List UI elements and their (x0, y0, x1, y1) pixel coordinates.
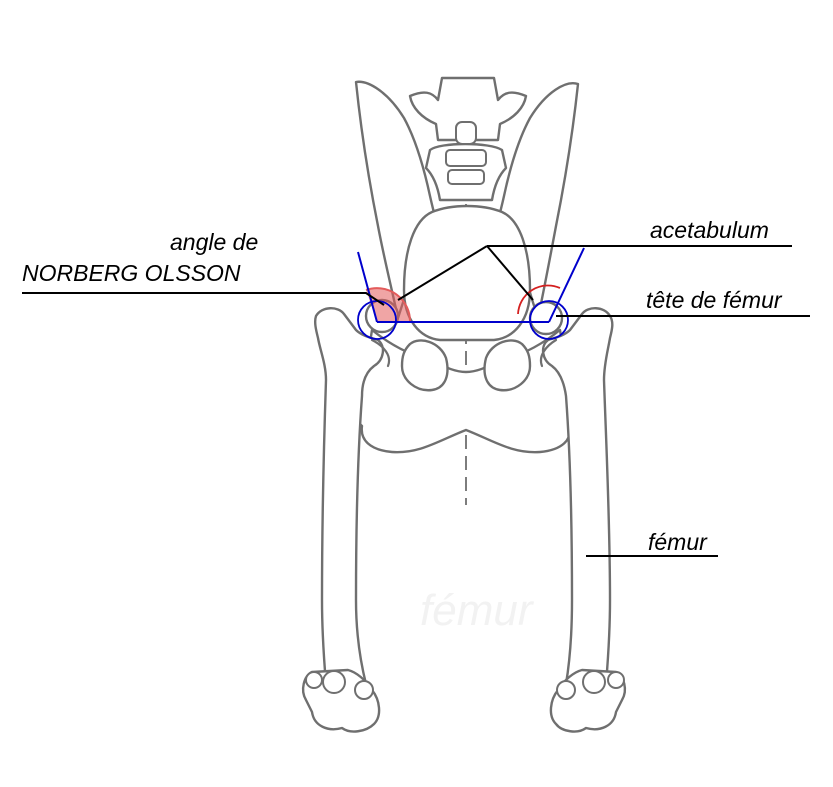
leader-lines (22, 245, 810, 557)
acetabulum-label: acetabulum (650, 217, 769, 243)
left-femur (301, 298, 400, 733)
left-obturator-foramen (400, 339, 449, 392)
right-femur-shaft (541, 307, 614, 686)
caudal-vertebra (447, 169, 485, 185)
right-sesamoid (607, 671, 625, 689)
angle-leader (22, 292, 385, 306)
left-sesamoid (305, 671, 323, 689)
lumbar-vertebra (408, 76, 528, 142)
left-sesamoid (354, 680, 374, 700)
left-femur-shaft (313, 307, 385, 686)
acetabulum-leader-right (486, 245, 534, 301)
right-sesamoid (556, 680, 576, 700)
vertebra-spine (455, 121, 477, 145)
acetabulum-arc (517, 284, 561, 315)
pelvis (346, 76, 586, 454)
right-obturator-foramen (483, 339, 532, 392)
right-head-circle (529, 300, 569, 340)
femur-label: fémur (648, 529, 708, 555)
right-femur-neck (539, 338, 558, 368)
angle-arc (365, 287, 412, 323)
pelvic-inlet (402, 204, 532, 342)
right-femur (528, 300, 627, 733)
angle-label-line1: angle de (170, 229, 258, 255)
caudal-vertebra (445, 149, 487, 167)
left-patella (322, 670, 346, 694)
watermark-text: fémur (420, 586, 535, 635)
left-tangent-line (357, 251, 378, 323)
right-patella (582, 670, 606, 694)
left-femur-neck (370, 338, 391, 368)
acetabulum-leader-left (397, 245, 488, 301)
right-tangent-line (548, 247, 585, 323)
femoral-head-label: tête de fémur (646, 287, 783, 313)
angle-label-line2: NORBERG OLSSON (22, 260, 241, 286)
norberg-measurement (357, 247, 585, 340)
